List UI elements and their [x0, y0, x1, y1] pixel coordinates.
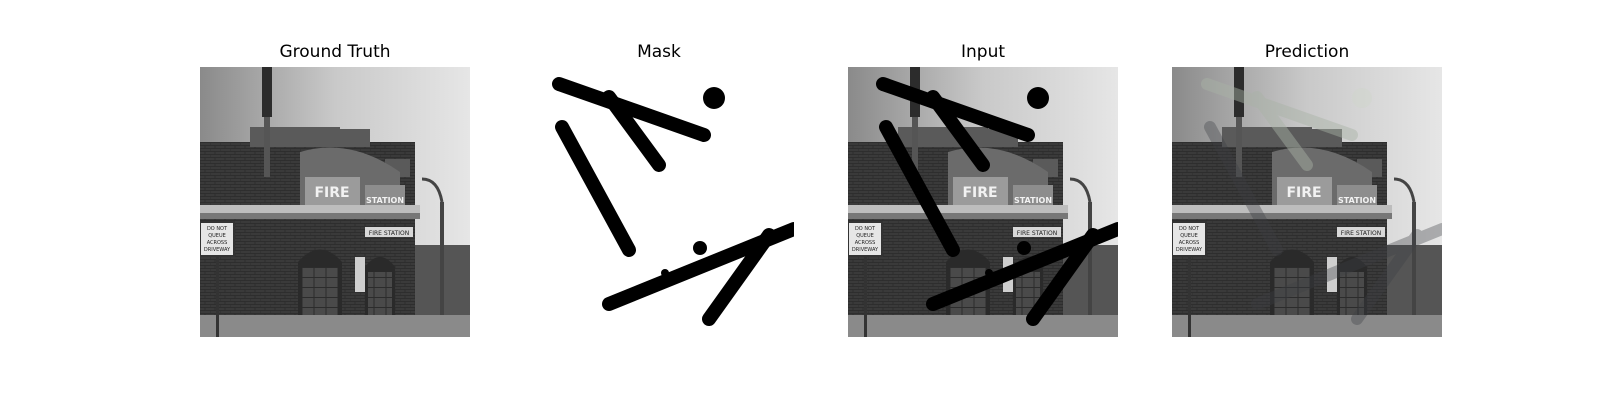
street-sign-line: DRIVEWAY	[852, 247, 879, 253]
street-sign-line: ACROSS	[855, 240, 876, 246]
street-sign-line: DO NOT	[855, 226, 876, 232]
fire-sign-text: FIRE	[314, 185, 349, 201]
ground-truth-image: FIRE STATION FIRE STATION DO NOT QUEUE A…	[200, 67, 470, 337]
plaque-text: FIRE STATION	[369, 230, 409, 237]
station-sign-text: STATION	[1338, 196, 1376, 205]
street-sign-line: ACROSS	[207, 240, 228, 246]
fire-sign-text: FIRE	[1286, 185, 1321, 201]
street-sign-line: DO NOT	[1179, 226, 1200, 232]
fire-sign-text: FIRE	[962, 185, 997, 201]
mask-image	[524, 67, 794, 337]
plaque-text: FIRE STATION	[1017, 230, 1057, 237]
station-sign-text: STATION	[1014, 196, 1052, 205]
prediction-image: FIRE STATION FIRE STATION DO NOT QUEUE A…	[1172, 67, 1442, 337]
panel-title-prediction: Prediction	[1264, 42, 1350, 62]
street-sign-line: DO NOT	[207, 226, 228, 232]
street-sign-line: ACROSS	[1179, 240, 1200, 246]
panel-title-mask: Mask	[637, 42, 681, 62]
station-sign-text: STATION	[366, 196, 404, 205]
panel-title-input: Input	[960, 42, 1006, 62]
input-image: FIRE STATION FIRE STATION DO NOT QUEUE A…	[848, 67, 1118, 337]
street-sign-line: DRIVEWAY	[1176, 247, 1203, 253]
plaque-text: FIRE STATION	[1341, 230, 1381, 237]
street-sign-line: DRIVEWAY	[204, 247, 231, 253]
street-sign-line: QUEUE	[1180, 233, 1198, 239]
street-sign-line: QUEUE	[856, 233, 874, 239]
panel-title-ground-truth: Ground Truth	[279, 42, 391, 62]
street-sign-line: QUEUE	[208, 233, 226, 239]
